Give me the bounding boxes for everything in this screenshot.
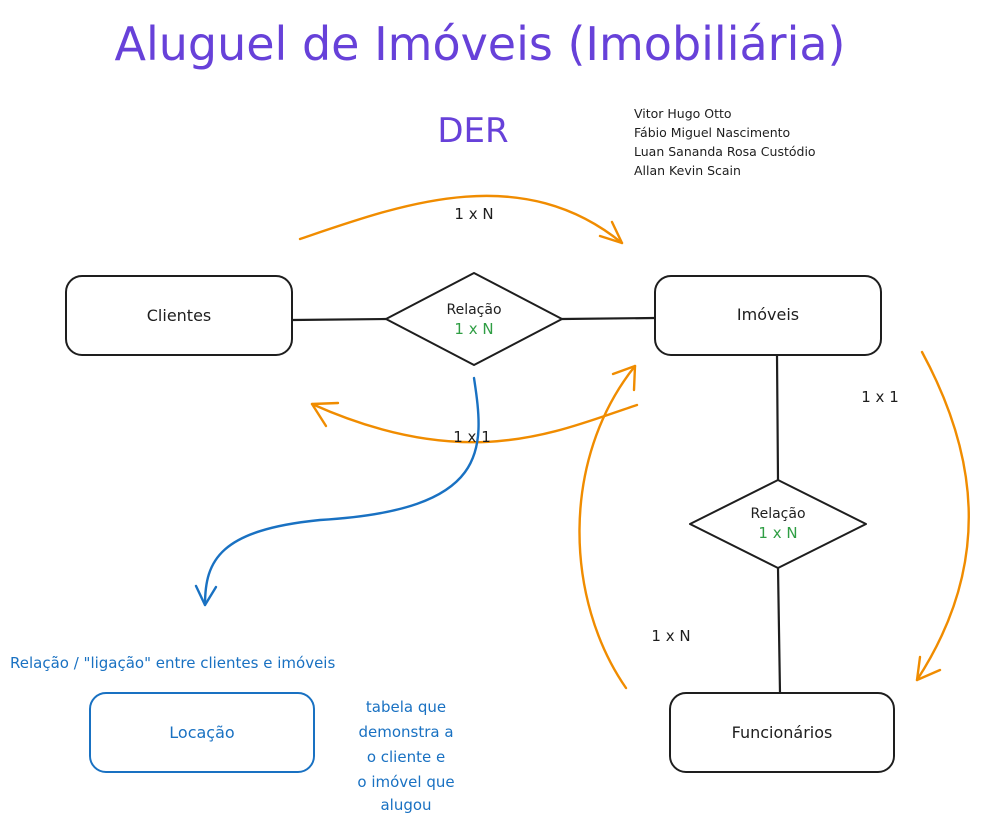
relation-label: Relação <box>750 506 805 522</box>
authors-list: Vitor Hugo Otto Fábio Miguel Nascimento … <box>634 106 816 178</box>
diamond-shape <box>385 272 563 366</box>
author-name: Fábio Miguel Nascimento <box>634 125 790 140</box>
arrow-head <box>310 401 340 428</box>
relation-diamond-imoveis-funcionarios[interactable]: Relação 1 x N <box>689 479 867 569</box>
entity-funcionarios[interactable]: Funcionários <box>669 692 895 773</box>
author-name: Vitor Hugo Otto <box>634 106 732 121</box>
locacao-description: tabela que demonstra a o cliente e o imó… <box>357 698 454 814</box>
connector-relacao-imoveis <box>560 316 657 321</box>
relation-diamond-clientes-imoveis[interactable]: Relação 1 x N <box>385 272 563 366</box>
arrow-label-left: 1 x N <box>651 627 690 645</box>
entity-box <box>89 692 315 773</box>
arrow-clientes-to-imoveis <box>298 194 624 245</box>
connector-clientes-relacao <box>290 317 388 322</box>
arrow-head <box>194 584 218 607</box>
arrow-label-top: 1 x N <box>454 205 493 223</box>
relation-cardinality: 1 x N <box>758 524 797 542</box>
orange-arrows <box>298 194 970 690</box>
arrow-labels: 1 x N 1 x 1 1 x 1 1 x N <box>453 205 899 645</box>
entity-label: Imóveis <box>737 305 799 324</box>
entity-label: Funcionários <box>732 723 833 742</box>
entity-label: Clientes <box>147 306 212 325</box>
entity-box <box>669 692 895 773</box>
description-line: alugou <box>380 796 431 814</box>
arrow-head <box>915 655 942 682</box>
description-line: o imóvel que <box>357 773 454 791</box>
entity-label: Locação <box>169 723 234 742</box>
author-name: Luan Sananda Rosa Custódio <box>634 144 816 159</box>
relation-label: Relação <box>446 302 501 318</box>
connector-relacao-funcionarios <box>776 566 782 695</box>
entity-imoveis[interactable]: Imóveis <box>654 275 882 356</box>
entity-clientes[interactable]: Clientes <box>65 275 293 356</box>
arrow-relacao-to-locacao <box>203 376 480 607</box>
arrow-head <box>598 220 624 245</box>
entity-box <box>65 275 293 356</box>
diamond-shape <box>689 479 867 569</box>
diagram-subtitle: DER <box>437 111 508 151</box>
arrow-label-bottom: 1 x 1 <box>453 428 491 446</box>
connectors <box>290 316 782 695</box>
relation-cardinality: 1 x N <box>454 320 493 338</box>
author-name: Allan Kevin Scain <box>634 163 741 178</box>
arrow-head <box>611 364 637 392</box>
arrow-imoveis-to-funcionarios <box>915 350 970 682</box>
arrow-label-right: 1 x 1 <box>861 388 899 406</box>
entity-locacao[interactable]: Locação <box>89 692 315 773</box>
arrow-imoveis-to-clientes <box>310 402 639 444</box>
locacao-caption: Relação / "ligação" entre clientes e imó… <box>10 654 335 672</box>
description-line: demonstra a <box>358 723 453 741</box>
arrow-funcionarios-to-imoveis <box>578 364 637 690</box>
diagram-title: Aluguel de Imóveis (Imobiliária) <box>114 17 845 71</box>
connector-imoveis-relacao <box>775 353 780 482</box>
description-line: o cliente e <box>367 748 445 766</box>
entity-box <box>654 275 882 356</box>
blue-arrow <box>194 376 480 607</box>
description-line: tabela que <box>366 698 446 716</box>
